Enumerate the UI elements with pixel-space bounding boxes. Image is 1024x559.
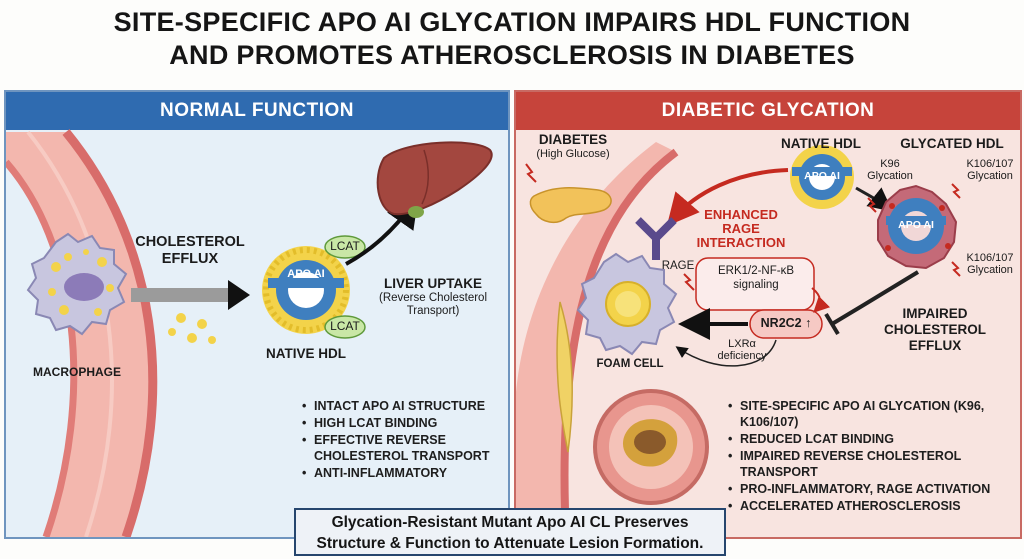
native-hdl-particle-right — [790, 145, 854, 209]
erk-line-1: ERK1/2-NF-κB — [717, 265, 795, 277]
k106-bottom-line-1: K106/107 — [966, 252, 1014, 264]
efflux-arrow-shaft — [131, 288, 231, 302]
k106-bottom-line-2: Glycation — [967, 264, 1013, 276]
erk-signaling-box — [695, 257, 815, 311]
normal-function-header: NORMAL FUNCTION — [6, 92, 508, 130]
conclusion-box: Glycation-Resistant Mutant Apo AI CL Pre… — [294, 508, 726, 556]
apo-ai-native-label: APO AI — [804, 170, 840, 182]
nr2c2-pill — [749, 309, 823, 339]
diabetic-glycation-panel: DIABETIC GLYCATION — [514, 90, 1022, 539]
cholesterol-droplets — [168, 313, 216, 344]
native-hdl-particle — [262, 246, 350, 334]
native-hdl-right-label: NATIVE HDL — [781, 136, 861, 151]
k96-line-1: K96 — [880, 158, 900, 170]
reverse-transport-label: (Reverse Cholesterol Transport) — [358, 292, 508, 318]
inhibition-bar — [824, 312, 840, 336]
normal-bullet: ANTI-INFLAMMATORY — [302, 465, 502, 481]
conclusion-line-2: Structure & Function to Attenuate Lesion… — [316, 535, 704, 552]
title-line-1: SITE-SPECIFIC APO AI GLYCATION IMPAIRS H… — [113, 7, 911, 37]
apo-ai-glycated-label: APO AI — [898, 219, 934, 231]
efflux-line-2: EFFLUX — [161, 251, 219, 267]
erk-signaling-label: ERK1/2-NF-κB signaling — [698, 264, 814, 292]
atherosclerotic-lesion — [593, 389, 709, 505]
lxr-line-2: deficiency — [717, 350, 767, 362]
diabetic-bullet: SITE-SPECIFIC APO AI GLYCATION (K96, K10… — [728, 398, 1018, 430]
signaling-arrow — [811, 287, 831, 313]
k96-line-2: Glycation — [867, 170, 913, 182]
normal-function-panel: NORMAL FUNCTION — [4, 90, 510, 539]
normal-function-illustration — [6, 129, 493, 537]
enhanced-rage-line-1: ENHANCED — [704, 207, 778, 222]
diabetic-glycation-illustration — [516, 142, 961, 537]
k106-top-glycation-label: K106/107 Glycation — [962, 158, 1018, 182]
cholesterol-efflux-label: CHOLESTEROL EFFLUX — [130, 234, 250, 268]
normal-bullet-list: INTACT APO AI STRUCTURE HIGH LCAT BINDIN… — [302, 398, 502, 482]
k106-top-line-2: Glycation — [967, 170, 1013, 182]
diabetic-bullet: ACCELERATED ATHEROSCLEROSIS — [728, 498, 1018, 514]
impaired-line-3: EFFLUX — [908, 338, 962, 353]
lcat-bottom-label: LCAT — [330, 319, 360, 333]
reverse-transport-line-1: (Reverse Cholesterol — [378, 292, 487, 304]
rage-receptor — [635, 217, 677, 260]
lcat-bottom-oval — [324, 315, 366, 339]
macrophage-cell — [26, 232, 128, 336]
nr2c2-label: NR2C2 ↑ — [760, 316, 812, 330]
glycated-hdl-label: GLYCATED HDL — [900, 136, 1004, 151]
blood-vessel-left — [6, 129, 158, 537]
diabetic-bullet-list: SITE-SPECIFIC APO AI GLYCATION (K96, K10… — [728, 398, 1018, 515]
lxr-deficiency-label: LXRα deficiency — [712, 338, 772, 362]
enhanced-rage-line-3: INTERACTION — [696, 235, 786, 250]
glycated-hdl-particle — [867, 183, 961, 277]
lxr-line-1: LXRα — [728, 338, 756, 350]
lxr-arrow — [675, 339, 777, 367]
diabetic-glycation-header: DIABETIC GLYCATION — [516, 92, 1020, 130]
lcat-top-label: LCAT — [330, 239, 360, 253]
impaired-efflux-label: IMPAIRED CHOLESTEROL EFFLUX — [860, 306, 1010, 354]
rage-label: RAGE — [661, 260, 695, 272]
liver-uptake-label: LIVER UPTAKE — [383, 276, 482, 291]
pancreas-organ — [525, 163, 612, 224]
normal-bullet: EFFECTIVE REVERSE CHOLESTEROL TRANSPORT — [302, 432, 502, 464]
diabetic-bullet: REDUCED LCAT BINDING — [728, 431, 1018, 447]
k106-top-line-1: K106/107 — [966, 158, 1014, 170]
apo-ai-label: APO AI — [287, 268, 325, 280]
lcat-top-oval — [324, 235, 366, 259]
erk-line-2: signaling — [733, 279, 779, 291]
normal-bullet: INTACT APO AI STRUCTURE — [302, 398, 502, 414]
high-glucose-label: (High Glucose) — [536, 148, 610, 160]
k96-glycation-label: K96 Glycation — [862, 158, 918, 182]
impaired-efflux-inhibition-line — [830, 270, 920, 326]
foam-cell-label: FOAM CELL — [596, 358, 664, 370]
efflux-arrow-head — [228, 280, 250, 310]
normal-bullet: HIGH LCAT BINDING — [302, 415, 502, 431]
impaired-line-2: CHOLESTEROL — [883, 322, 986, 337]
native-hdl-label: NATIVE HDL — [266, 346, 346, 361]
conclusion-line-1: Glycation-Resistant Mutant Apo AI CL Pre… — [331, 514, 689, 531]
k106-bottom-glycation-label: K106/107 Glycation — [962, 252, 1018, 276]
diabetic-bullet: IMPAIRED REVERSE CHOLESTEROL TRANSPORT — [728, 448, 1018, 480]
title-line-2: AND PROMOTES ATHEROSCLEROSIS IN DIABETES — [169, 40, 855, 70]
foam-cell — [576, 252, 678, 356]
reverse-transport-line-2: Transport) — [406, 305, 460, 317]
enhanced-rage-label: ENHANCED RAGE INTERACTION — [682, 208, 800, 250]
enhanced-rage-line-2: RAGE — [722, 221, 760, 236]
diabetes-label: DIABETES (High Glucose) — [528, 132, 618, 162]
main-title: SITE-SPECIFIC APO AI GLYCATION IMPAIRS H… — [0, 6, 1024, 72]
liver-organ — [376, 141, 493, 218]
rage-interaction-arrow — [666, 168, 789, 227]
diabetes-title: DIABETES — [538, 132, 608, 147]
impaired-line-1: IMPAIRED — [902, 306, 968, 321]
efflux-line-1: CHOLESTEROL — [135, 234, 245, 250]
macrophage-label: MACROPHAGE — [32, 365, 121, 379]
diabetic-bullet: PRO-INFLAMMATORY, RAGE ACTIVATION — [728, 481, 1018, 497]
